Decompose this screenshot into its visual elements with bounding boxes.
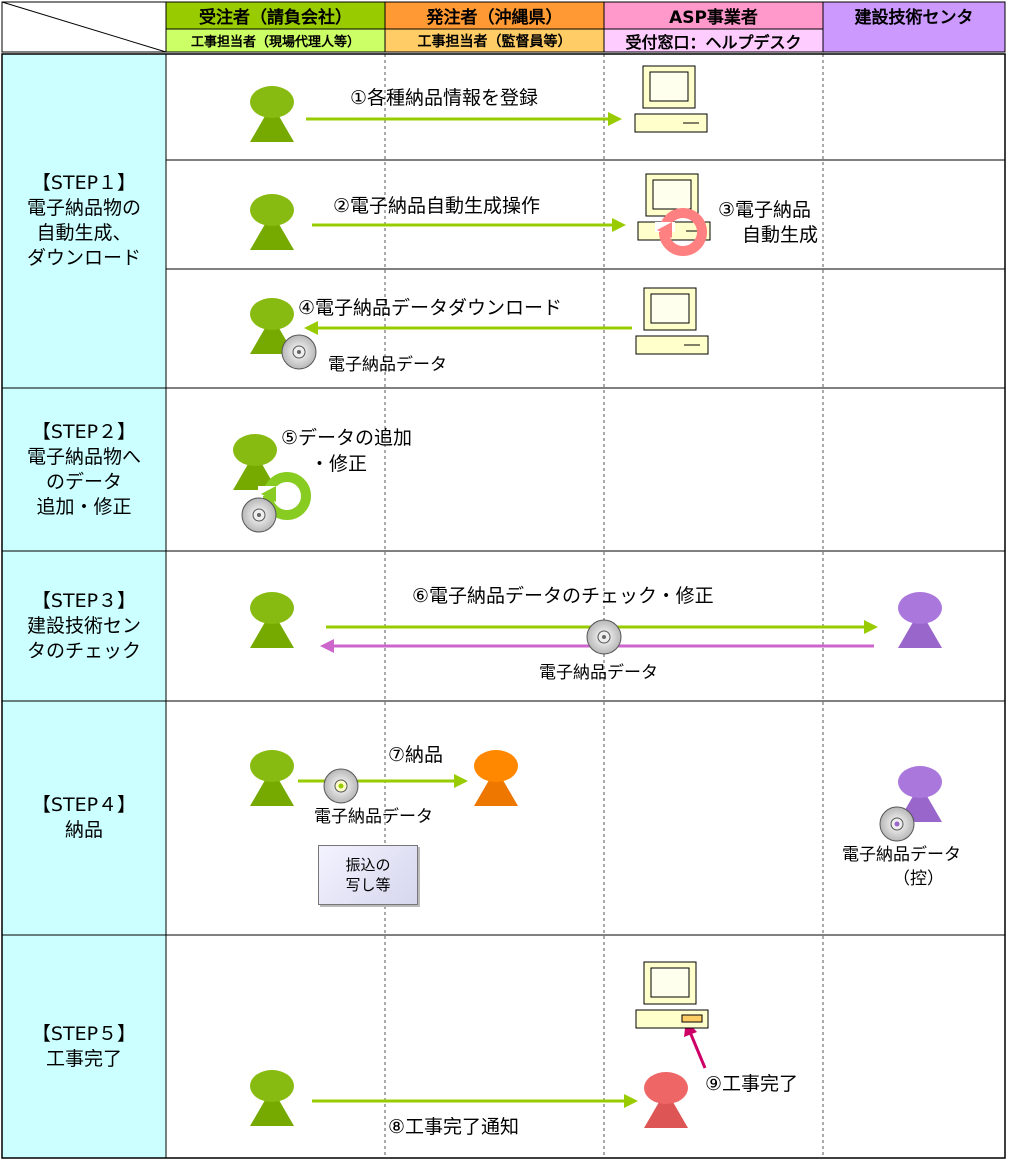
label-step-5-cont: ・修正 (310, 453, 368, 475)
label-step-5: ⑤データの追加 (281, 427, 413, 449)
header-asp-sub-bg (604, 29, 823, 52)
person-orderer-icon (474, 750, 518, 806)
step-3-title: 【STEP３】 (31, 589, 137, 612)
step-3-line: 建設技術セン (26, 614, 141, 637)
header-contractor: 受注者（請負会社） (199, 8, 352, 28)
step-4-label: 【STEP４】 納品 (2, 701, 166, 935)
computer-icon (635, 287, 709, 355)
person-contractor-icon (250, 750, 294, 806)
header-orderer-sub-bg (385, 29, 604, 52)
arrow-4 (304, 321, 632, 335)
header-contractor-sub-bg (166, 29, 385, 52)
step-1-line: ダウンロード (26, 247, 141, 269)
header-orderer-sub: 工事担当者（監督員等） (417, 33, 572, 50)
label-step-7: ⑦納品 (388, 744, 444, 766)
edit-cycle-icon (258, 472, 311, 520)
step-4-title: 【STEP４】 (31, 794, 137, 816)
person-asp-icon (644, 1072, 688, 1128)
step-1-label: 【STEP１】 電子納品物の 自動生成、 ダウンロード (2, 54, 166, 388)
label-data-copy-suffix: （控） (893, 869, 944, 889)
computer-icon (634, 65, 708, 133)
person-contractor-icon (250, 86, 294, 142)
step-2-line: 電子納品物へ (26, 445, 141, 468)
header-contractor-sub: 工事担当者（現場代理人等） (190, 35, 360, 50)
step-5-line: 工事完了 (45, 1047, 122, 1070)
step-1-line: 電子納品物の (26, 197, 141, 219)
note-line: 写し等 (345, 876, 391, 894)
step-5-label: 【STEP５】 工事完了 (2, 935, 166, 1158)
label-step-2: ②電子納品自動生成操作 (333, 195, 541, 217)
body-grid (1, 53, 1006, 1159)
person-contractor-icon (233, 434, 277, 490)
cd-icon (323, 768, 359, 804)
step-2-title: 【STEP２】 (31, 420, 137, 443)
person-contractor-icon (250, 298, 294, 354)
label-data-delivery: 電子納品データ (314, 807, 433, 827)
computer-icon (637, 173, 711, 241)
header-center-bg (823, 2, 1005, 52)
step-3-label: 【STEP３】 建設技術セン タのチェック (2, 551, 166, 701)
step-column-bg (2, 54, 166, 1158)
cd-icon (241, 497, 277, 533)
auto-generate-cycle-icon (655, 208, 707, 256)
lane-separators (384, 54, 824, 1158)
step-1-title: 【STEP１】 (31, 172, 137, 194)
header-orderer: 発注者（沖縄県） (426, 8, 563, 28)
step-4-line: 納品 (64, 819, 103, 841)
header-center: 建設技術センタ (854, 8, 974, 28)
header-grid (1, 1, 1006, 53)
note-line: 振込の (345, 856, 391, 874)
label-step-3: ③電子納品 (718, 199, 812, 221)
cd-icon (281, 334, 317, 370)
label-step-8: ⑧工事完了通知 (388, 1116, 520, 1138)
label-step-6: ⑥電子納品データのチェック・修正 (412, 585, 714, 607)
label-step-1: ①各種納品情報を登録 (350, 87, 539, 109)
arrow-1 (306, 112, 622, 126)
label-data-download: 電子納品データ (328, 355, 447, 375)
label-step-9: ⑨工事完了 (705, 1073, 799, 1095)
label-step-4: ④電子納品データダウンロード (298, 297, 563, 319)
cd-icon (879, 806, 915, 842)
header-asp-bg (604, 2, 823, 29)
label-step-3-cont: 自動生成 (742, 224, 819, 246)
header-asp-sub: 受付窓口：ヘルプデスク (625, 32, 802, 52)
header-contractor-bg (166, 2, 385, 29)
step-2-label: 【STEP２】 電子納品物へ のデータ 追加・修正 (2, 388, 166, 551)
step-1-line: 自動生成、 (36, 222, 132, 244)
computer-icon (635, 961, 709, 1029)
label-data-copy: 電子納品データ (842, 845, 961, 865)
label-data-check: 電子納品データ (539, 663, 658, 683)
step-2-line: のデータ (45, 470, 122, 493)
person-contractor-icon (250, 592, 294, 648)
person-center-icon (898, 592, 942, 648)
step-5-title: 【STEP５】 (31, 1022, 137, 1045)
cd-icon (586, 619, 622, 655)
person-contractor-icon (250, 1070, 294, 1126)
step-3-line: タのチェック (26, 639, 141, 662)
step-2-line: 追加・修正 (36, 495, 132, 518)
header-asp: ASP事業者 (669, 8, 758, 28)
payment-copy-note: 振込の 写し等 (318, 845, 418, 905)
arrow-2 (312, 218, 626, 232)
header-orderer-bg (385, 2, 604, 29)
arrow-7 (298, 774, 468, 788)
person-contractor-icon (250, 194, 294, 250)
arrow-8 (312, 1094, 638, 1108)
